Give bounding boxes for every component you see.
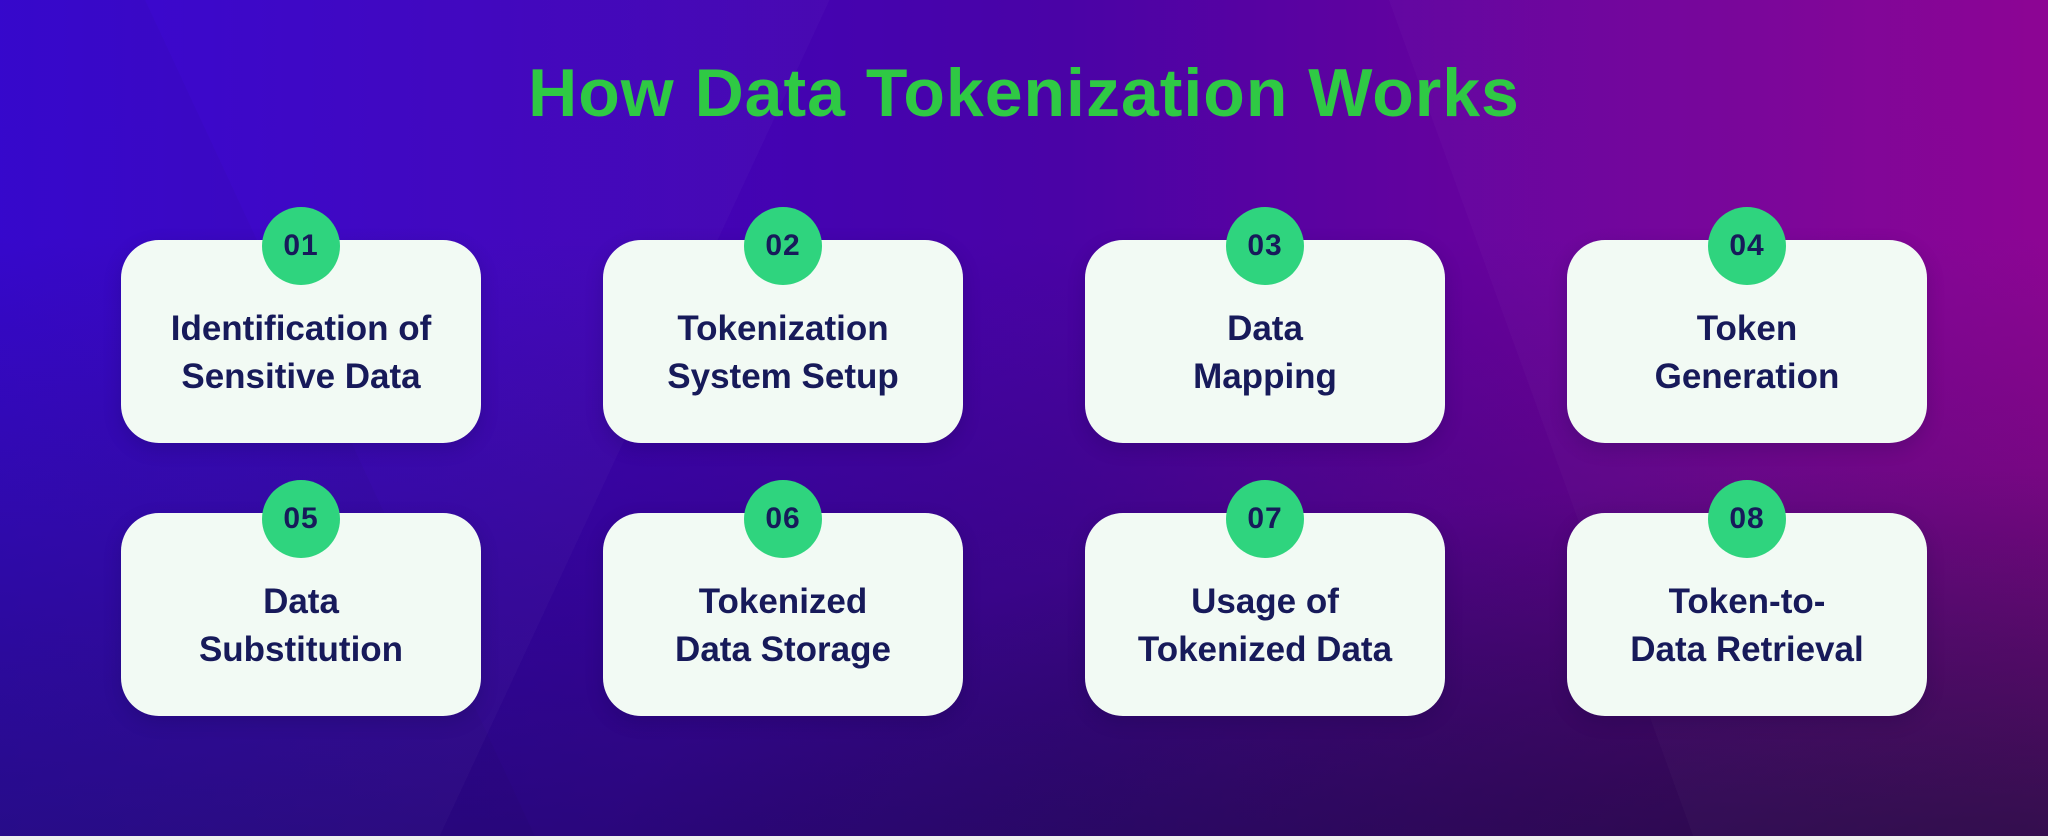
step-number-badge: 01 <box>262 207 340 285</box>
step-label-line2: Generation <box>1654 356 1840 396</box>
steps-row-1: 01 Identification of Sensitive Data 02 T… <box>121 207 1927 443</box>
step-number-badge: 03 <box>1226 207 1304 285</box>
step-number: 07 <box>1247 502 1283 535</box>
step-card-8: 08 Token-to- Data Retrieval <box>1567 480 1927 716</box>
step-label: Identification of Sensitive Data <box>171 283 432 401</box>
step-label: Data Substitution <box>199 556 403 674</box>
steps-grid: 01 Identification of Sensitive Data 02 T… <box>121 207 1927 716</box>
step-number: 05 <box>283 502 319 535</box>
step-label-line1: Token-to- <box>1668 581 1826 621</box>
step-card-2: 02 Tokenization System Setup <box>603 207 963 443</box>
step-label-line2: Tokenized Data <box>1137 629 1393 669</box>
step-label-line1: Token <box>1696 308 1798 348</box>
step-card-6: 06 Tokenized Data Storage <box>603 480 963 716</box>
step-number-badge: 06 <box>744 480 822 558</box>
step-label-line1: Identification of <box>170 308 432 348</box>
step-label-line2: Data Retrieval <box>1630 629 1864 669</box>
step-card-5: 05 Data Substitution <box>121 480 481 716</box>
step-label: Data Mapping <box>1193 283 1337 401</box>
step-number-badge: 04 <box>1708 207 1786 285</box>
step-number-badge: 07 <box>1226 480 1304 558</box>
step-label: Token Generation <box>1655 283 1840 401</box>
step-card-3: 03 Data Mapping <box>1085 207 1445 443</box>
step-label-line1: Tokenization <box>677 308 889 348</box>
step-number: 01 <box>283 229 319 262</box>
page-title: How Data Tokenization Works <box>528 55 1520 131</box>
steps-row-2: 05 Data Substitution 06 Tokenized Data S… <box>121 480 1927 716</box>
step-label: Usage of Tokenized Data <box>1138 556 1392 674</box>
step-card-4: 04 Token Generation <box>1567 207 1927 443</box>
step-label-line2: Sensitive Data <box>181 356 421 396</box>
step-number-badge: 02 <box>744 207 822 285</box>
step-number: 04 <box>1729 229 1765 262</box>
step-number-badge: 08 <box>1708 480 1786 558</box>
bottom-edge-strip <box>0 836 2048 840</box>
step-number-badge: 05 <box>262 480 340 558</box>
step-label-line2: Data Storage <box>675 629 891 669</box>
step-label-line2: System Setup <box>667 356 899 396</box>
step-card-1: 01 Identification of Sensitive Data <box>121 207 481 443</box>
step-number: 06 <box>765 502 801 535</box>
step-label: Tokenization System Setup <box>667 283 898 401</box>
step-number: 02 <box>765 229 801 262</box>
step-label-line1: Data <box>1227 308 1303 348</box>
step-label: Tokenized Data Storage <box>675 556 891 674</box>
step-card-7: 07 Usage of Tokenized Data <box>1085 480 1445 716</box>
step-label-line2: Substitution <box>198 629 404 669</box>
step-number: 08 <box>1729 502 1765 535</box>
step-label-line1: Tokenized <box>698 581 868 621</box>
step-label-line1: Data <box>263 581 339 621</box>
step-label: Token-to- Data Retrieval <box>1630 556 1863 674</box>
step-label-line2: Mapping <box>1193 356 1337 396</box>
step-number: 03 <box>1247 229 1283 262</box>
step-label-line1: Usage of <box>1191 581 1339 621</box>
